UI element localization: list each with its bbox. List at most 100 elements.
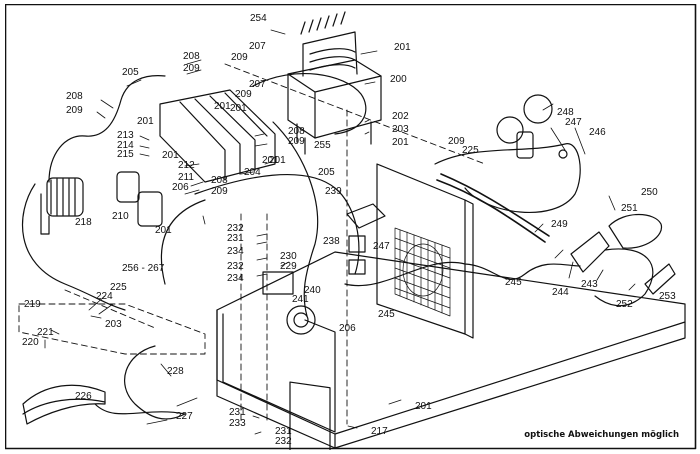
earth-clamp [22,384,106,425]
diagram-frame: 254 201 200 207 209 207 209 208 209 205 … [5,4,697,450]
part-label-211: 211 [178,172,194,183]
part-label-209: 209 [448,136,465,147]
part-label-250: 250 [641,187,658,198]
disclaimer-note: optische Abweichungen möglich [524,430,679,440]
part-label-215: 215 [117,149,134,160]
part-label-210: 210 [112,211,129,222]
part-label-209: 209 [211,186,228,197]
part-label-201: 201 [394,42,411,53]
part-label-243: 243 [581,279,598,290]
part-label-245: 245 [378,309,395,320]
part-label-228: 228 [167,366,184,377]
diagram-drawing [5,4,697,450]
part-label-232: 232 [227,223,244,234]
part-label-209: 209 [231,52,248,63]
part-label-224: 224 [96,291,113,302]
part-label-201: 201 [230,103,247,114]
switch-body [262,271,294,295]
chassis-base [216,251,686,450]
part-label-234: 234 [227,273,244,284]
choke-coil [40,177,84,235]
part-label-225: 225 [462,145,479,156]
part-label-239: 239 [325,186,342,197]
part-label-213: 213 [117,130,134,141]
part-label-214: 214 [117,140,134,151]
part-label-206: 206 [339,323,356,334]
part-label-241: 241 [292,294,309,305]
part-label-201: 201 [214,101,231,112]
rear-panel [376,163,474,339]
part-label-212: 212 [178,160,195,171]
part-label-247: 247 [373,241,390,252]
part-label-227: 227 [176,411,193,422]
part-label-226: 226 [75,391,92,402]
part-label-203: 203 [105,319,122,330]
part-label-202: 202 [392,111,409,122]
part-label-201: 201 [392,137,409,148]
leader-lines [44,29,636,435]
part-label-230: 230 [280,251,297,262]
part-label-245: 245 [505,277,522,288]
part-label-256-267: 256 - 267 [122,263,165,274]
part-label-201: 201 [269,155,286,166]
gas-regulator [496,94,568,159]
part-label-205: 205 [318,167,335,178]
part-label-225: 225 [110,282,127,293]
part-label-217: 217 [371,426,388,437]
part-label-206: 206 [172,182,189,193]
part-label-209: 209 [235,89,252,100]
part-label-203: 203 [392,124,409,135]
part-label-209: 209 [183,63,200,74]
part-label-231: 231 [229,407,246,418]
valve-bracket [346,203,386,229]
part-label-240: 240 [304,285,321,296]
part-label-231: 231 [227,233,244,244]
part-label-201: 201 [137,116,154,127]
rectifier [159,89,276,183]
plugs [570,214,676,295]
part-label-208: 208 [183,51,200,62]
part-label-229: 229 [280,261,297,272]
part-label-204: 204 [244,167,261,178]
part-label-209: 209 [288,136,305,147]
part-label-251: 251 [621,203,638,214]
welding-socket [286,305,316,335]
part-label-238: 238 [323,236,340,247]
part-label-253: 253 [659,291,676,302]
part-label-201: 201 [155,225,172,236]
part-label-221: 221 [37,327,54,338]
part-label-205: 205 [122,67,139,78]
transformer [287,11,382,155]
part-label-207: 207 [249,79,266,90]
part-label-232: 232 [275,436,292,447]
part-label-248: 248 [557,107,574,118]
part-label-233: 233 [229,418,246,429]
part-label-249: 249 [551,219,568,230]
part-label-201: 201 [262,155,279,166]
part-label-244: 244 [552,287,569,298]
part-label-232: 232 [227,261,244,272]
front-panel [222,313,336,433]
part-label-231: 231 [275,426,292,437]
valve-coil [348,259,366,275]
part-label-201: 201 [415,401,432,412]
part-label-208: 208 [288,126,305,137]
part-label-201: 201 [162,150,179,161]
part-label-252: 252 [616,299,633,310]
part-label-208: 208 [211,175,228,186]
part-label-234: 234 [227,246,244,257]
cables [21,72,654,420]
fan-grille [394,227,451,317]
gas-valve [348,235,366,253]
part-label-219: 219 [24,299,41,310]
part-label-254: 254 [250,13,267,24]
dashed-outlines [18,63,486,425]
border [5,4,697,450]
part-label-208: 208 [66,91,83,102]
part-label-247: 247 [565,117,582,128]
part-label-218: 218 [75,217,92,228]
part-label-255: 255 [314,140,331,151]
part-label-246: 246 [589,127,606,138]
chain [436,173,550,243]
capacitors [116,171,163,227]
